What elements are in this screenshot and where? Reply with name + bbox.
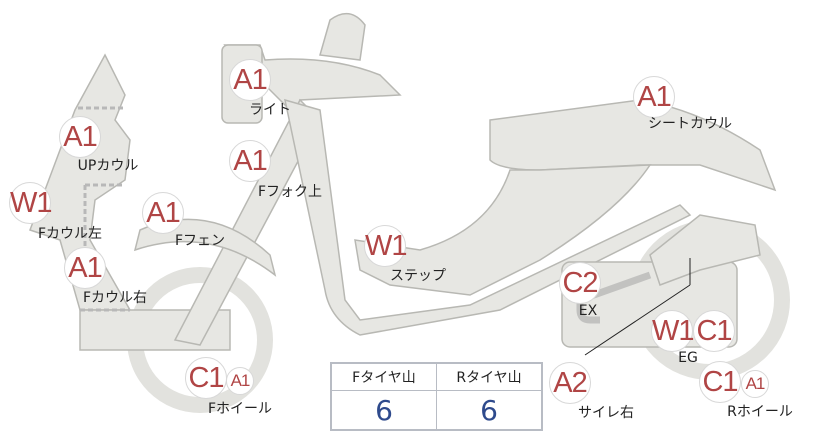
damage-badge: C1 xyxy=(693,310,735,352)
damage-badge: A1 xyxy=(142,192,184,234)
damage-badge: A1 xyxy=(64,247,106,289)
part-label: Fカウル左 xyxy=(37,226,103,242)
part-label: Fフォク上 xyxy=(257,184,323,200)
damage-badge: A1 xyxy=(59,116,101,158)
damage-badge: C1 xyxy=(699,361,741,403)
part-label: Fホイール xyxy=(207,401,273,417)
part-label: Rホイール xyxy=(727,404,793,420)
damage-badge: W1 xyxy=(364,225,408,267)
front-tire-header: Fタイヤ山 xyxy=(330,362,437,391)
front-tire-value: 6 xyxy=(330,390,437,431)
step-floor xyxy=(354,164,652,296)
part-label: シートカウル xyxy=(648,116,732,132)
cowl-dashed-lines xyxy=(78,106,130,312)
part-label: ライト xyxy=(249,102,291,118)
rear-tire-value: 6 xyxy=(436,390,543,431)
part-label: Fフェン xyxy=(174,233,226,249)
damage-badge-small: A1 xyxy=(226,367,254,395)
damage-badge: C2 xyxy=(559,262,601,304)
part-label: UPカウル xyxy=(77,158,139,174)
damage-badge: A1 xyxy=(633,76,675,118)
rear-shock xyxy=(649,214,761,286)
handlebar-cover xyxy=(223,44,402,141)
mirror xyxy=(319,12,366,61)
damage-badge: A1 xyxy=(229,140,271,182)
frame xyxy=(284,98,692,336)
tire-tread-table: Fタイヤ山 Rタイヤ山 6 6 xyxy=(330,362,543,431)
damage-badge: C1 xyxy=(185,357,227,399)
damage-badge: A2 xyxy=(549,362,591,404)
part-label: Fカウル右 xyxy=(82,290,148,306)
leader-line xyxy=(584,258,691,356)
damage-badge: W1 xyxy=(9,182,53,224)
damage-badge-small: A1 xyxy=(741,370,769,398)
front-fender xyxy=(133,218,277,277)
part-label: サイレ右 xyxy=(578,405,634,421)
rear-tire-header: Rタイヤ山 xyxy=(436,362,543,391)
part-label: EG xyxy=(678,350,698,366)
damage-badge: W1 xyxy=(651,310,695,352)
part-label: ステップ xyxy=(390,268,446,284)
damage-badge: A1 xyxy=(229,59,271,101)
front-cowl xyxy=(29,53,132,311)
part-label: EX xyxy=(578,303,598,319)
exhaust-pipe xyxy=(576,271,652,324)
